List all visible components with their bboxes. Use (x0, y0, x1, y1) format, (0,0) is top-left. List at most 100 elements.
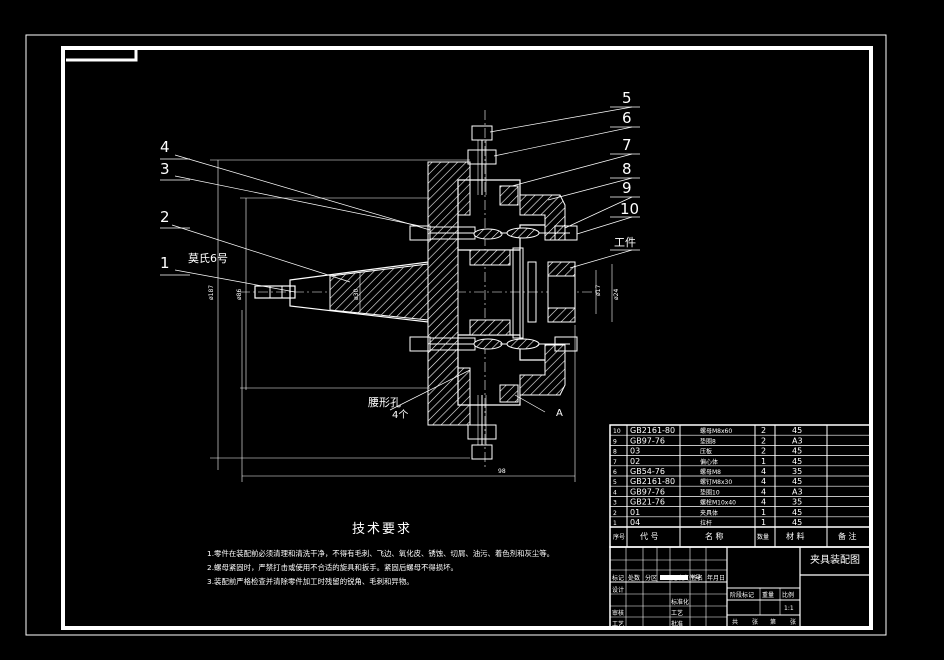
tb-zone: 分区 (645, 574, 657, 582)
tb-count: 处数 (628, 574, 640, 582)
tb-process-2: 工艺 (612, 620, 624, 628)
parts-cell-no: 3 (613, 500, 617, 507)
parts-cell-no: 4 (613, 489, 617, 496)
hdr-qty: 数量 (757, 533, 769, 541)
screw-bottom (467, 395, 497, 460)
corner-mark (66, 50, 138, 62)
callout-9: 9 (622, 179, 632, 197)
parts-cell-qty: 4 (761, 467, 766, 476)
hdr-no: 序号 (613, 533, 625, 541)
callout-3: 3 (160, 160, 170, 178)
outer-border (25, 34, 887, 636)
callout-6: 6 (622, 109, 632, 127)
parts-cell-name: 压板 (700, 448, 712, 456)
parts-cell-name: 垫圈8 (700, 437, 716, 445)
tech-req-title: 技术要求 (351, 522, 412, 537)
parts-cell-no: 7 (613, 459, 617, 466)
dim-shank: ø30 (353, 289, 360, 300)
tb-approve: 批准 (671, 620, 683, 628)
hdr-material: 材 料 (786, 531, 805, 541)
parts-cell-qty: 1 (761, 508, 766, 517)
callout-10: 10 (620, 200, 639, 218)
tech-req-item-1: 1.零件在装配前必须清理和清洗干净，不得有毛刺、飞边、氧化皮、锈蚀、切屑、油污、… (207, 549, 555, 558)
waist-hole-count: 4个 (392, 409, 408, 421)
parts-cell-material: 35 (792, 467, 802, 476)
callout-5: 5 (622, 89, 632, 107)
bolt-upper-left (409, 225, 520, 241)
tb-standardize: 标准化 (671, 598, 689, 606)
parts-cell-qty: 2 (761, 436, 766, 445)
tb-scale-value: 1:1 (784, 605, 794, 612)
parts-cell-code: GB54-76 (630, 467, 665, 476)
callout-8: 8 (622, 160, 632, 178)
tech-req-item-2: 2.螺母紧固时，严禁打击或使用不合适的旋具和扳手。紧固后螺母不得损坏。 (207, 563, 458, 572)
parts-cell-material: 35 (792, 498, 802, 507)
hdr-name: 名 称 (705, 531, 724, 541)
parts-cell-name: 螺栓M10x40 (700, 499, 736, 507)
parts-cell-qty: 2 (761, 447, 766, 456)
tb-change-doc: 更改文件号 (671, 574, 701, 582)
fixture-body (427, 161, 471, 426)
tb-sheet: 张 (752, 618, 758, 626)
tb-design: 设计 (612, 586, 624, 594)
parts-cell-material: 45 (792, 457, 802, 466)
hdr-code: 代 号 (640, 531, 659, 541)
parts-cell-code: GB21-76 (630, 498, 665, 507)
hdr-note: 备 注 (838, 531, 857, 541)
parts-cell-name: 拉杆 (700, 519, 712, 527)
dim-overall: ø187 (208, 285, 215, 300)
parts-cell-name: 夹具体 (700, 509, 718, 517)
parts-cell-material: 45 (792, 426, 802, 435)
parts-cell-qty: 1 (761, 518, 766, 527)
callout-7: 7 (622, 136, 632, 154)
dimensions (210, 159, 613, 482)
parts-cell-code: 04 (630, 518, 640, 527)
parts-cell-qty: 4 (761, 498, 766, 507)
tb-date: 年月日 (707, 574, 725, 582)
parts-cell-material: A3 (792, 436, 803, 445)
tb-weight: 重量 (762, 591, 774, 599)
dim-inner: ø86 (236, 289, 243, 300)
bolt-lower-right (500, 336, 578, 352)
parts-cell-name: 螺母M8x60 (700, 427, 732, 435)
parts-cell-name: 螺钉M8x30 (700, 478, 732, 486)
parts-cell-no: 5 (613, 479, 617, 486)
parts-cell-qty: 1 (761, 457, 766, 466)
tb-signature: 签名 (691, 574, 703, 582)
tb-page: 第 (770, 618, 776, 626)
morse-taper-label: 莫氏6号 (188, 252, 228, 265)
parts-cell-no: 8 (613, 449, 617, 456)
leader-lines (160, 106, 640, 413)
tb-page-sheet: 张 (790, 618, 796, 626)
parts-cell-no: 6 (613, 469, 617, 476)
title-block: 夹具装配图 标记 处数 分区 更改文件号 签名 年月日 设计 标准化 审核 工艺… (609, 546, 872, 629)
technical-requirements: 技术要求 1.零件在装配前必须清理和清洗干净，不得有毛刺、飞边、氧化皮、锈蚀、切… (207, 518, 587, 589)
bolt-upper-right (500, 225, 578, 241)
inner-border (61, 46, 873, 630)
callout-1: 1 (160, 254, 170, 272)
workpiece-label: 工件 (614, 236, 636, 249)
parts-cell-code: GB97-76 (630, 487, 665, 496)
parts-cell-material: A3 (792, 487, 803, 496)
parts-cell-code: GB2161-80 (630, 477, 675, 486)
parts-cell-no: 2 (613, 510, 617, 517)
parts-cell-qty: 4 (761, 487, 766, 496)
tb-total: 共 (732, 618, 738, 626)
tb-process: 工艺 (671, 609, 683, 617)
parts-cell-code: GB2161-80 (630, 426, 675, 435)
dim-depth: 98 (498, 468, 506, 475)
tech-req-item-3: 3.装配前严格检查并清除零件加工时残留的锐角、毛刺和异物。 (207, 577, 414, 586)
parts-cell-name: 螺母M8 (700, 468, 721, 476)
parts-cell-no: 9 (613, 438, 617, 445)
parts-cell-qty: 4 (761, 477, 766, 486)
tb-review: 审核 (612, 609, 624, 617)
parts-cell-code: 01 (630, 508, 640, 517)
parts-cell-code: 03 (630, 447, 640, 456)
tb-scale: 比例 (782, 591, 794, 599)
parts-cell-material: 45 (792, 508, 802, 517)
dim-small: ø17 (595, 285, 602, 296)
dim-bore: ø24 (613, 289, 620, 300)
parts-cell-name: 偏心体 (700, 458, 718, 466)
